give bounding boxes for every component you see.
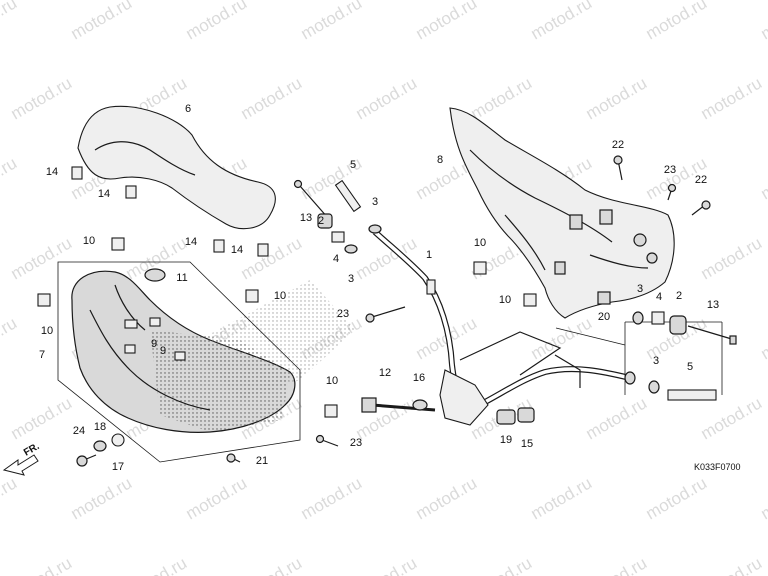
callout-label: 4 xyxy=(333,253,339,265)
handlebar-rear-cover xyxy=(449,107,675,319)
callout-label: 2 xyxy=(676,290,682,302)
watermark-text: motod.ru xyxy=(298,0,366,43)
projection-area xyxy=(190,280,355,400)
watermark-text: motod.ru xyxy=(8,393,76,443)
watermark-text: motod.ru xyxy=(0,313,20,363)
callout-label: 2 xyxy=(318,215,324,227)
callout-label: 14 xyxy=(185,236,197,248)
watermark-text: motod.ru xyxy=(353,553,421,576)
watermark-text: motod.ru xyxy=(583,73,651,123)
watermark-text: motod.ru xyxy=(468,553,536,576)
watermark-text: motod.ru xyxy=(698,73,766,123)
callout-label: 12 xyxy=(379,367,391,379)
watermark-text: motod.ru xyxy=(8,553,76,576)
watermark-text: motod.ru xyxy=(468,73,536,123)
watermark-text: motod.ru xyxy=(353,73,421,123)
callout-label: 16 xyxy=(413,372,425,384)
watermark-text: motod.ru xyxy=(298,473,366,523)
callout-label: 22 xyxy=(612,139,624,151)
watermark-text: motod.ru xyxy=(68,0,136,43)
callout-label: 19 xyxy=(500,434,512,446)
callout-label: 10 xyxy=(499,294,511,306)
callout-label: 24 xyxy=(73,425,85,437)
callout-label: 15 xyxy=(521,438,533,450)
watermark-text: motod.ru xyxy=(583,553,651,576)
callout-label: 14 xyxy=(231,244,243,256)
callout-label: 13 xyxy=(707,299,719,311)
watermark-text: motod.ru xyxy=(758,473,768,523)
watermark-text: motod.ru xyxy=(583,393,651,443)
callout-label: 9 xyxy=(160,345,166,357)
callout-label: 6 xyxy=(185,103,191,115)
callout-label: 1 xyxy=(426,249,432,261)
callout-layer: 1223333445567899101010101010111213131414… xyxy=(39,103,719,473)
watermark-text: motod.ru xyxy=(238,73,306,123)
watermark-text: motod.ru xyxy=(758,0,768,43)
callout-label: 9 xyxy=(151,338,157,350)
callout-label: 3 xyxy=(348,273,354,285)
watermark-text: motod.ru xyxy=(413,0,481,43)
watermark-text: motod.ru xyxy=(698,393,766,443)
callout-label: 5 xyxy=(350,159,356,171)
callout-label: 10 xyxy=(83,235,95,247)
watermark-text: motod.ru xyxy=(0,473,20,523)
callout-label: 8 xyxy=(437,154,443,166)
watermark-text: motod.ru xyxy=(528,473,596,523)
callout-label: 13 xyxy=(300,212,312,224)
watermark-text: motod.ru xyxy=(758,153,768,203)
callout-label: 20 xyxy=(598,311,610,323)
watermark-text: motod.ru xyxy=(238,233,306,283)
watermark-text: motod.ru xyxy=(758,313,768,363)
callout-label: 18 xyxy=(94,421,106,433)
callout-label: 3 xyxy=(653,355,659,367)
watermark-text: motod.ru xyxy=(643,473,711,523)
callout-label: 23 xyxy=(337,308,349,320)
watermark-text: motod.ru xyxy=(413,473,481,523)
callout-label: 10 xyxy=(326,375,338,387)
callout-label: 14 xyxy=(46,166,58,178)
callout-label: 10 xyxy=(274,290,286,302)
watermark-text: motod.ru xyxy=(0,0,20,43)
callout-label: 22 xyxy=(695,174,707,186)
fr-label: FR. xyxy=(22,441,42,459)
watermark-text: motod.ru xyxy=(68,473,136,523)
callout-label: 5 xyxy=(687,361,693,373)
group-outline-left xyxy=(57,261,301,463)
callout-label: 7 xyxy=(39,349,45,361)
watermark-text: motod.ru xyxy=(183,0,251,43)
figure-code: K033F0700 xyxy=(694,462,741,472)
callout-label: 4 xyxy=(656,291,662,303)
watermark-text: motod.ru xyxy=(528,0,596,43)
watermark-text: motod.ru xyxy=(123,553,191,576)
callout-label: 3 xyxy=(637,283,643,295)
watermark-text: motod.ru xyxy=(698,233,766,283)
callout-label: 14 xyxy=(98,188,110,200)
front-direction-arrow: FR. xyxy=(2,441,42,476)
callout-label: 3 xyxy=(372,196,378,208)
watermark-text: motod.ru xyxy=(183,473,251,523)
small-parts xyxy=(37,155,737,467)
watermark-text: motod.ru xyxy=(238,553,306,576)
watermark-text: motod.ru xyxy=(698,553,766,576)
callout-label: 10 xyxy=(474,237,486,249)
watermark-text: motod.ru xyxy=(0,153,20,203)
handlebar-pipe xyxy=(372,229,631,426)
watermark-text: motod.ru xyxy=(8,73,76,123)
watermark-text: motod.ru xyxy=(643,0,711,43)
callout-label: 11 xyxy=(176,272,187,284)
callout-label: 21 xyxy=(256,455,268,467)
callout-label: 17 xyxy=(112,461,124,473)
callout-label: 10 xyxy=(41,325,53,337)
handlebar-upper-cover xyxy=(77,105,276,230)
callout-label: 23 xyxy=(350,437,362,449)
callout-label: 23 xyxy=(664,164,676,176)
watermark-text: motod.ru xyxy=(8,233,76,283)
